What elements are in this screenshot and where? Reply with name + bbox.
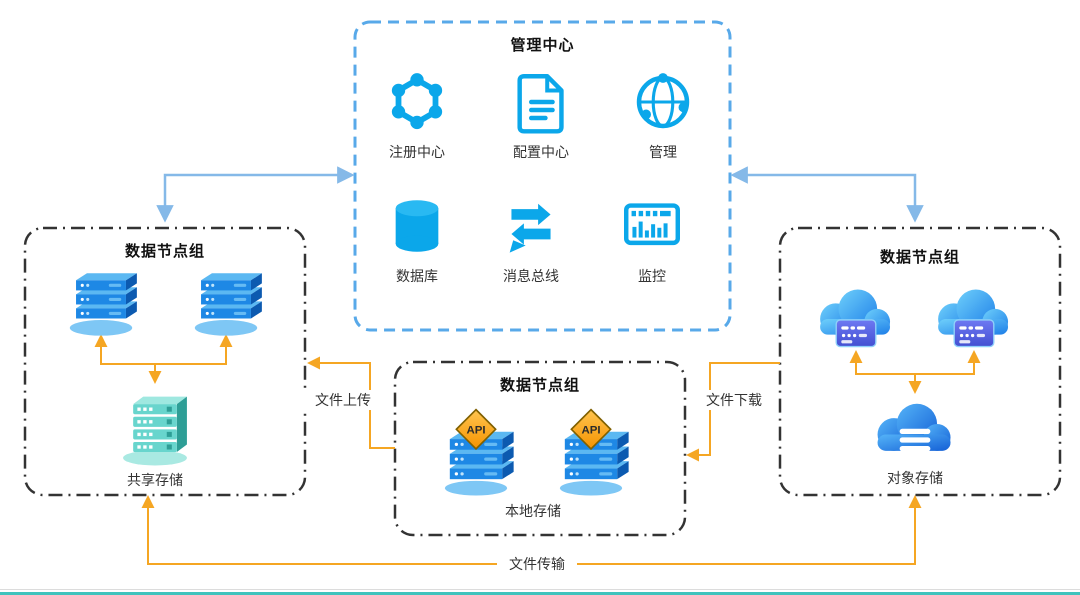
file-download-label: 文件下载 [694, 390, 774, 410]
mgmt-item-label: 监控 [638, 268, 666, 284]
object-storage-label: 对象存储 [887, 470, 943, 486]
mgmt-item-label: 消息总线 [503, 268, 559, 284]
file-transfer-label: 文件传输 [497, 554, 577, 574]
arrow-server2-shared-storage [156, 334, 233, 365]
arrow-cloud1-object-storage [849, 350, 922, 394]
database-icon [385, 194, 449, 258]
object-storage-icon [867, 396, 963, 473]
mgmt-item-registry: 注册中心 [362, 70, 472, 162]
mgmt-item-label: 管理 [649, 144, 677, 160]
right-group-border [778, 226, 1062, 497]
cloud-server-icon [928, 282, 1020, 356]
center-group-title: 数据节点组 [499, 377, 580, 394]
cloud-server-icon [810, 282, 902, 356]
mgmt-item-manage: 管理 [608, 70, 718, 162]
api-server-icon: API [550, 408, 632, 498]
mgmt-item-label: 数据库 [396, 268, 438, 284]
server-stack-icon [187, 260, 265, 338]
mgmt-item-monitor: 监控 [597, 194, 707, 286]
api-badge: API [581, 424, 600, 436]
config-icon [509, 70, 573, 134]
bottom-edge-bar [0, 592, 1080, 595]
local-storage-label: 本地存储 [505, 503, 561, 519]
server-stack-icon [62, 260, 140, 338]
mgmt-item-config: 配置中心 [486, 70, 596, 162]
shared-storage-icon [113, 384, 197, 468]
left-group-border [23, 226, 307, 497]
globe-network-icon [631, 70, 695, 134]
arrow-mgmt-left-group [156, 166, 355, 223]
api-server-icon: API [435, 408, 517, 498]
shared-storage-label: 共享存储 [127, 472, 183, 488]
arrow-mgmt-right-group [730, 166, 924, 223]
mgmt-item-label: 配置中心 [513, 144, 569, 160]
file-upload-label: 文件上传 [303, 390, 383, 410]
message-bus-icon [499, 194, 563, 258]
mgmt-item-database: 数据库 [362, 194, 472, 286]
api-badge: API [466, 424, 485, 436]
center-data-node-group: 数据节点组 API API 本地存储 [395, 362, 685, 535]
left-group-title: 数据节点组 [124, 243, 205, 260]
right-data-node-group: 数据节点组 [780, 228, 1060, 495]
management-center-group: 管理中心 注册中心 [355, 22, 730, 330]
mgmt-item-label: 注册中心 [389, 144, 445, 160]
left-data-node-group: 数据节点组 [25, 228, 305, 495]
arrow-cloud2-object-storage [916, 350, 981, 375]
monitor-icon [620, 194, 684, 258]
management-center-border [353, 20, 732, 332]
right-group-title: 数据节点组 [879, 249, 960, 266]
mgmt-item-message-bus: 消息总线 [476, 194, 586, 286]
registry-icon [385, 70, 449, 134]
bottom-divider [0, 589, 1080, 590]
management-center-title: 管理中心 [510, 37, 575, 54]
arrow-server1-shared-storage [94, 334, 162, 384]
